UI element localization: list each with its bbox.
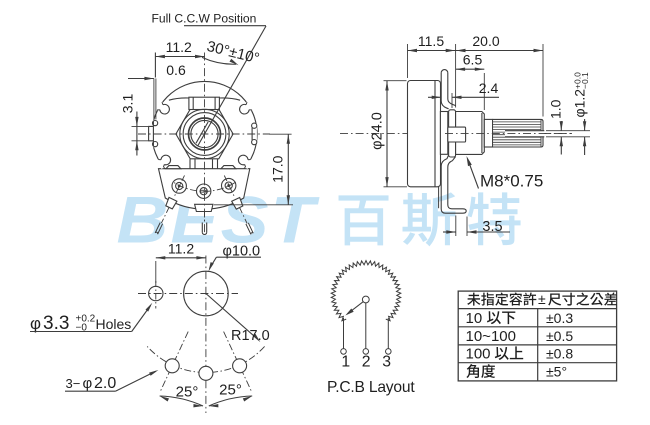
svg-text:11.5: 11.5 <box>418 33 444 49</box>
svg-text:φ: φ <box>83 375 93 392</box>
svg-text:M8*0.75: M8*0.75 <box>480 172 543 191</box>
svg-text:±0.5: ±0.5 <box>546 328 573 344</box>
svg-text:6.5: 6.5 <box>463 52 483 68</box>
svg-text:Full C.C.W Position: Full C.C.W Position <box>152 12 257 26</box>
svg-text:11.2: 11.2 <box>168 241 194 257</box>
svg-text:25°: 25° <box>176 384 199 401</box>
svg-text:1.0: 1.0 <box>548 99 564 119</box>
svg-text:±5°: ±5° <box>546 364 567 380</box>
svg-text:P.C.B Layout: P.C.B Layout <box>327 379 415 396</box>
svg-text:1: 1 <box>341 354 350 371</box>
svg-text:10~100: 10~100 <box>466 328 516 345</box>
svg-text:3.5: 3.5 <box>482 219 502 235</box>
svg-text:±0.3: ±0.3 <box>546 310 573 326</box>
svg-text:2.0: 2.0 <box>94 375 116 392</box>
svg-text:φ10.0: φ10.0 <box>223 244 261 260</box>
svg-text:25°: 25° <box>219 382 242 399</box>
svg-text:φ1.2+0.0−0.1: φ1.2+0.0−0.1 <box>572 72 591 118</box>
svg-text:φ: φ <box>30 314 41 333</box>
svg-text:10: 10 <box>466 310 483 327</box>
svg-text:20.0: 20.0 <box>472 33 499 49</box>
svg-text:2: 2 <box>362 354 371 371</box>
svg-text:0.6: 0.6 <box>166 62 186 78</box>
svg-text:φ24.0: φ24.0 <box>370 112 386 150</box>
svg-text:+0.2: +0.2 <box>76 314 96 325</box>
svg-text:Holes: Holes <box>96 316 132 332</box>
svg-text:100: 100 <box>466 346 491 363</box>
svg-text:3: 3 <box>382 354 391 371</box>
svg-text:−0: −0 <box>76 323 88 334</box>
svg-text:±0.8: ±0.8 <box>546 346 573 362</box>
svg-text:3.1: 3.1 <box>120 94 136 114</box>
svg-text:3.3: 3.3 <box>43 313 69 334</box>
svg-text:±: ± <box>538 291 546 307</box>
svg-text:R17.0: R17.0 <box>231 328 270 344</box>
svg-text:3−: 3− <box>66 376 81 391</box>
svg-text:2.4: 2.4 <box>479 80 499 96</box>
svg-text:11.2: 11.2 <box>166 39 192 55</box>
svg-text:17.0: 17.0 <box>270 155 286 182</box>
